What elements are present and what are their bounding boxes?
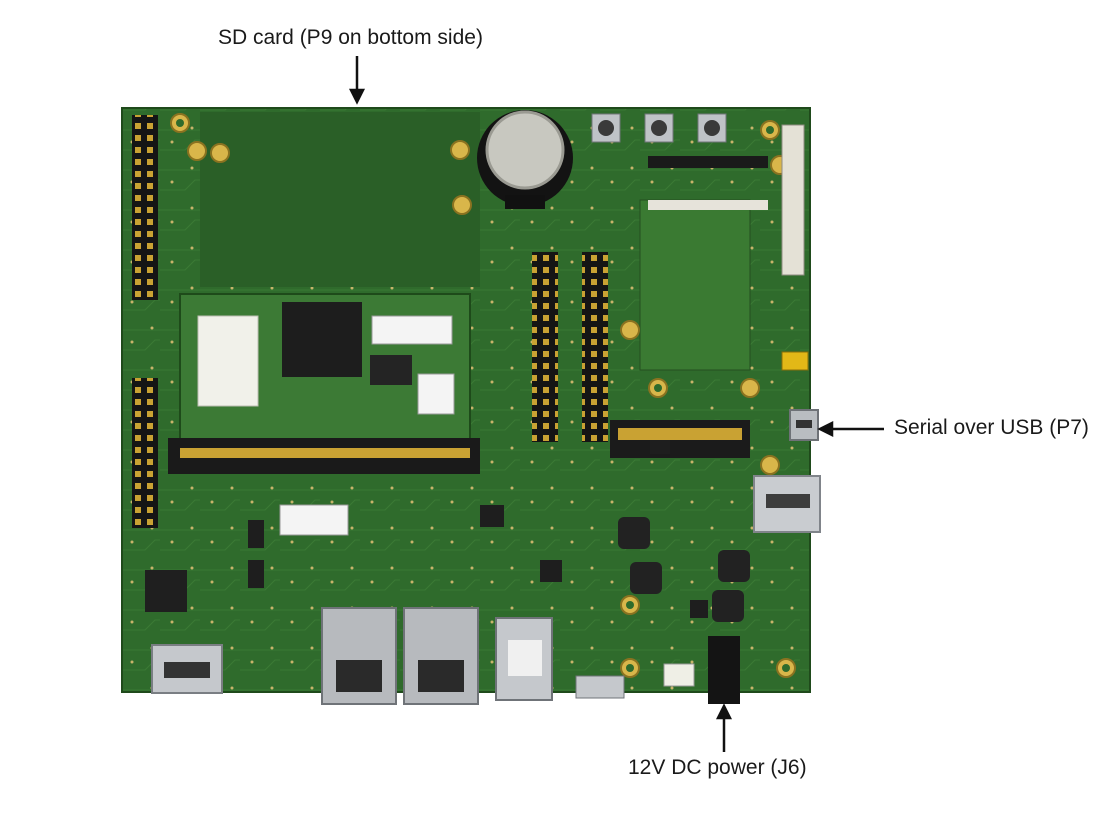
ethernet-jacks <box>321 607 479 705</box>
micro-usb-serial-port <box>789 409 819 441</box>
yellow-jumper <box>781 351 809 371</box>
serial-usb-callout: Serial over USB (P7) <box>894 416 1089 439</box>
left-pin-header-top <box>132 115 158 300</box>
module-chip-small <box>370 355 412 385</box>
pcb-right-region <box>639 199 751 371</box>
left-pin-header-bottom <box>132 378 158 528</box>
top-fpc-connector <box>648 156 768 168</box>
top-fpc-connector-b <box>648 200 768 210</box>
mounting-hole-centers <box>176 119 790 672</box>
usb-type-a-bottom <box>495 617 553 701</box>
module-made-in-sticker <box>417 373 455 415</box>
white-connector <box>663 663 695 687</box>
power-inductors <box>618 517 750 622</box>
right-edge-connector <box>781 124 805 276</box>
module-soc-chip <box>282 302 362 377</box>
silicon-labs-chip <box>145 570 187 612</box>
dc-power-jack <box>708 636 740 704</box>
module-label-sticker <box>197 315 259 407</box>
tactile-buttons <box>591 113 727 143</box>
bottom-edge-port <box>575 675 625 699</box>
center-pin-header-b <box>582 252 608 442</box>
module-qr-sticker <box>371 315 453 345</box>
sd-card-callout: SD card (P9 on bottom side) <box>218 26 483 49</box>
misc-ics <box>248 440 708 618</box>
board-qr-sticker <box>279 504 349 536</box>
dc-power-callout: 12V DC power (J6) <box>628 756 807 779</box>
center-pin-header-a <box>532 252 558 442</box>
arrows <box>348 56 884 752</box>
pcb-sd-region <box>200 112 480 287</box>
